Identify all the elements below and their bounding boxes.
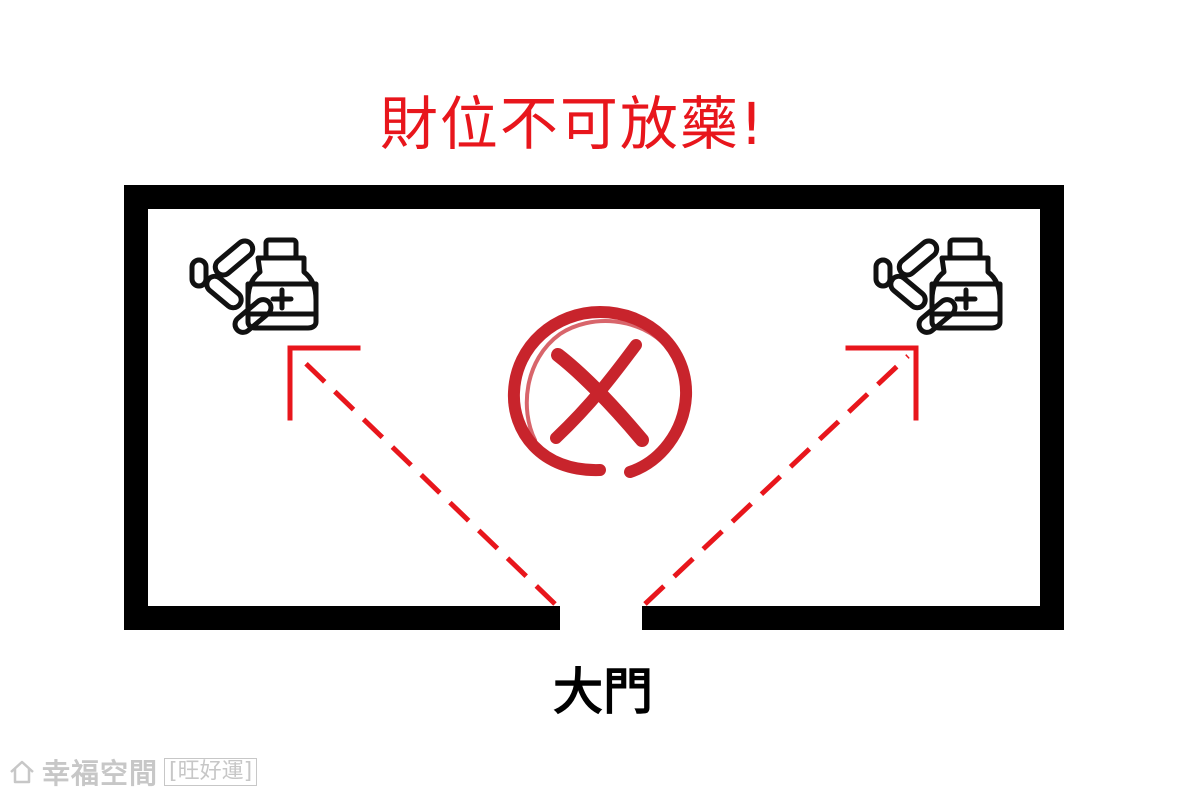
arrow-right-dashed-line (643, 354, 910, 606)
x-stroke-2 (550, 339, 642, 444)
arrow-left-dashed-line (296, 354, 557, 606)
medicine-left-icon (189, 237, 319, 335)
medicine-right-icon (873, 237, 1003, 335)
room-walls (124, 185, 1064, 630)
arrow-left-head (287, 345, 361, 421)
watermark-brand: 幸福空間 (42, 757, 159, 790)
page-title: 財位不可放藥! (379, 90, 766, 158)
wall-bottom-right (642, 606, 1064, 630)
door-label: 大門 (553, 663, 653, 721)
watermark: 幸福空間 [旺好運] (8, 754, 258, 790)
arrow-right (643, 345, 919, 606)
wall-bottom-left (124, 606, 560, 630)
watermark-tag: [旺好運] (164, 758, 258, 786)
wall-right (1040, 185, 1064, 630)
arrow-right-head (845, 345, 919, 421)
prohibited-x-circle-icon (507, 305, 693, 478)
arrow-left (287, 345, 557, 606)
wall-left (124, 185, 148, 630)
brush-circle-inner (524, 319, 670, 442)
brush-circle (507, 305, 693, 478)
home-logo-icon (10, 760, 34, 784)
wall-top (124, 185, 1064, 209)
